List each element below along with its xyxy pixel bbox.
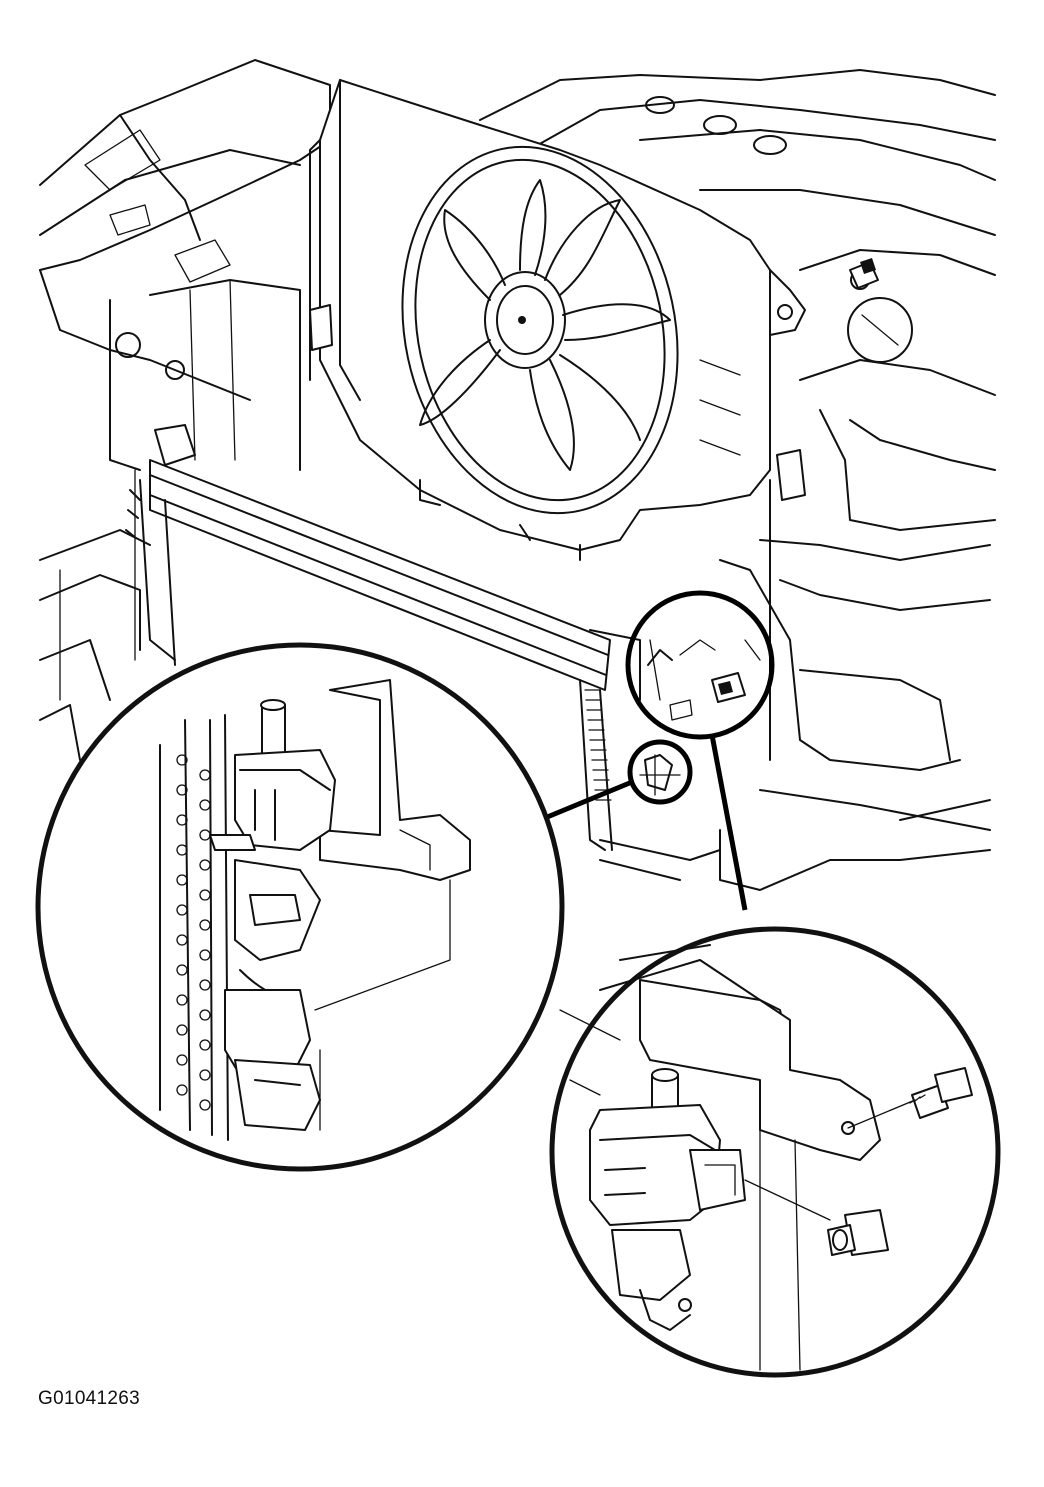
bolt[interactable]: [909, 1067, 973, 1119]
leader-line-left: [539, 779, 633, 823]
leader-line-right: [709, 734, 748, 911]
detail-circle-right: [549, 926, 1001, 1378]
cooling-fan-assembly: [309, 79, 879, 561]
radiator-tank-ribs: [176, 754, 211, 1111]
vehicle-body-structure: [39, 59, 996, 891]
auxiliary-water-pump-right[interactable]: [589, 1068, 746, 1331]
radiator: [125, 424, 721, 881]
locator-circle-upper: [625, 590, 775, 740]
auxiliary-water-pump-left[interactable]: [209, 699, 336, 1131]
detail-circle-left: [35, 642, 565, 1172]
nut[interactable]: [827, 1209, 889, 1256]
figure-code: G01041263: [38, 1388, 141, 1409]
locator-circle-lower: [627, 739, 693, 805]
